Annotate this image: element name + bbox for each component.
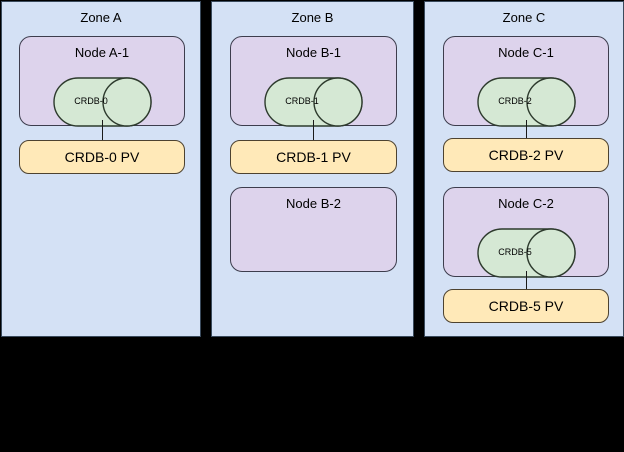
connector-node-c-2-to-crdb-5-pv bbox=[526, 271, 527, 291]
cylinder-shape bbox=[477, 228, 576, 278]
cylinder-shape bbox=[477, 77, 576, 127]
cylinder-shape bbox=[53, 77, 152, 127]
connector-node-c-1-to-crdb-2-pv bbox=[526, 120, 527, 140]
zone-a-container: Zone A Node A-1 CRDB-0 CRDB-0 PV bbox=[1, 1, 201, 337]
crdb-0-pv-label: CRDB-0 PV bbox=[64, 149, 140, 165]
crdb-1-cylinder: CRDB-1 bbox=[264, 77, 364, 127]
zone-b-label: Zone B bbox=[291, 10, 334, 25]
cylinder-shape bbox=[264, 77, 363, 127]
connector-node-a-1-to-crdb-0-pv bbox=[102, 120, 103, 142]
crdb-0-cylinder: CRDB-0 bbox=[53, 77, 153, 127]
zone-c-label: Zone C bbox=[502, 10, 546, 25]
crdb-2-cylinder: CRDB-2 bbox=[477, 77, 577, 127]
node-c-2-label: Node C-2 bbox=[498, 196, 554, 211]
connector-node-b-1-to-crdb-1-pv bbox=[313, 120, 314, 142]
node-a-1-label: Node A-1 bbox=[74, 45, 130, 60]
crdb-0-pv-box: CRDB-0 PV bbox=[19, 140, 185, 174]
node-c-1-container: Node C-1 CRDB-2 bbox=[443, 36, 609, 127]
node-b-2-label: Node B-2 bbox=[286, 196, 341, 211]
node-a-1-container: Node A-1 CRDB-0 bbox=[19, 36, 185, 127]
node-b-2-container: Node B-2 bbox=[230, 187, 397, 272]
crdb-1-pv-box: CRDB-1 PV bbox=[230, 140, 397, 174]
zone-b-container: Zone B Node B-1 CRDB-1 CRDB-1 PV Node B-… bbox=[211, 1, 414, 337]
crdb-1-pv-label: CRDB-1 PV bbox=[276, 149, 351, 165]
node-c-1-label: Node C-1 bbox=[498, 45, 554, 60]
node-c-2-container: Node C-2 CRDB-5 bbox=[443, 187, 609, 278]
crdb-5-pv-box: CRDB-5 PV bbox=[443, 289, 609, 323]
node-b-1-container: Node B-1 CRDB-1 bbox=[230, 36, 397, 127]
crdb-2-pv-box: CRDB-2 PV bbox=[443, 138, 609, 172]
crdb-5-pv-label: CRDB-5 PV bbox=[488, 298, 564, 314]
crdb-2-pv-label: CRDB-2 PV bbox=[488, 147, 564, 163]
node-b-1-label: Node B-1 bbox=[286, 45, 341, 60]
zone-a-label: Zone A bbox=[80, 10, 122, 25]
crdb-5-cylinder: CRDB-5 bbox=[477, 228, 577, 278]
zone-c-container: Zone C Node C-1 CRDB-2 CRDB-2 PV Node C-… bbox=[424, 1, 624, 337]
